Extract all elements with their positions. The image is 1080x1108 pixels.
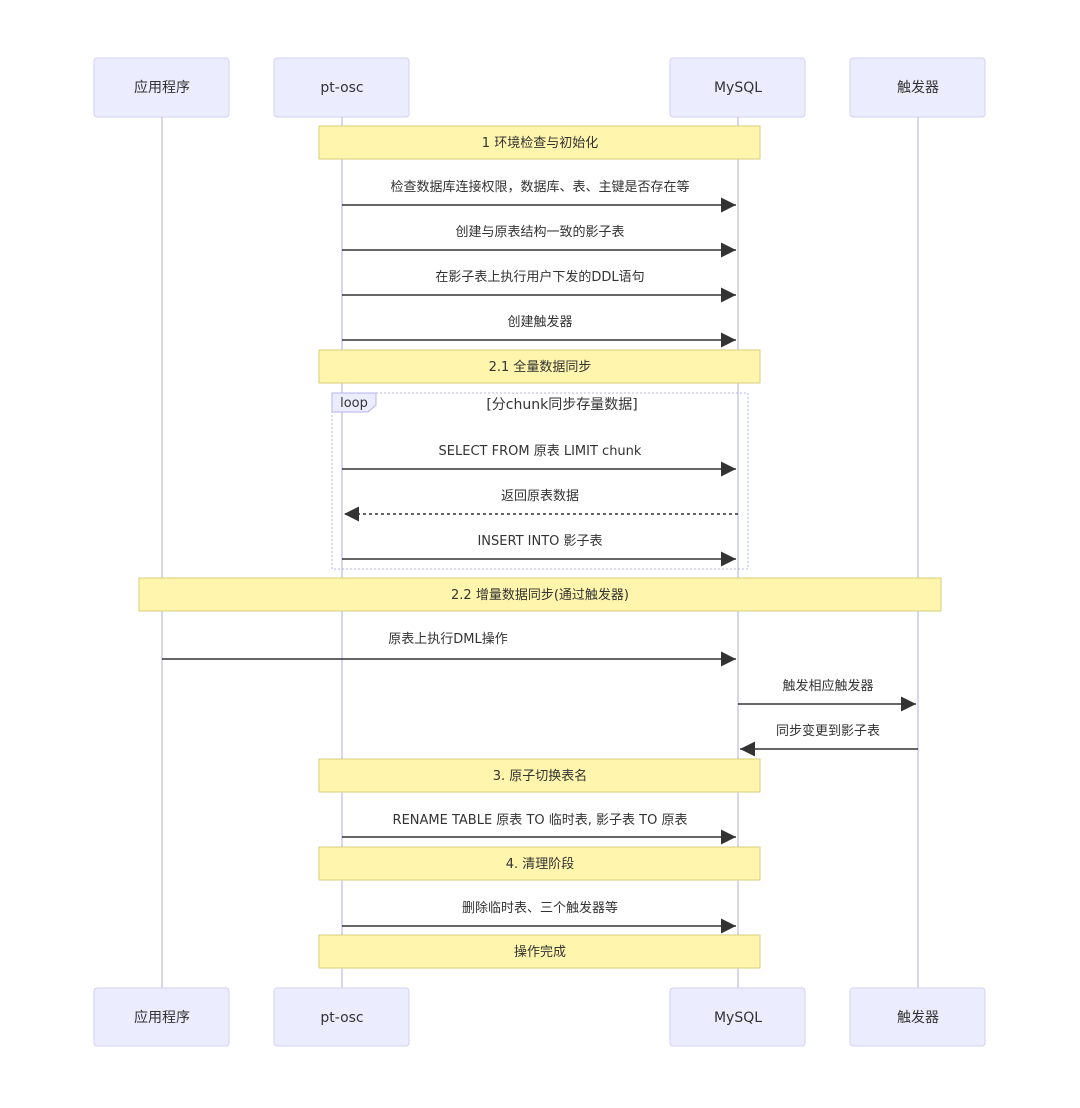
note-incremental-sync: 2.2 增量数据同步(通过触发器): [138, 577, 942, 612]
message-label: 原表上执行DML操作: [388, 631, 507, 647]
participant-ptosc-bottom: pt-osc: [273, 987, 410, 1047]
participant-app-bottom: 应用程序: [93, 987, 230, 1047]
participant-label: MySQL: [714, 1010, 762, 1026]
loop-keyword: loop: [340, 396, 368, 411]
message-label: INSERT INTO 影子表: [477, 534, 602, 549]
message-label: RENAME TABLE 原表 TO 临时表, 影子表 TO 原表: [393, 813, 688, 828]
participant-app-top: 应用程序: [93, 57, 230, 118]
message-sync-changes: 同步变更到影子表: [740, 723, 918, 757]
message-label: 创建触发器: [507, 314, 572, 330]
participant-label: 应用程序: [134, 1009, 190, 1026]
note-text: 2.1 全量数据同步: [489, 359, 592, 375]
participant-trigger-bottom: 触发器: [849, 987, 986, 1047]
note-text: 4. 清理阶段: [506, 857, 575, 872]
message-rename-table: RENAME TABLE 原表 TO 临时表, 影子表 TO 原表: [342, 813, 736, 845]
note-complete: 操作完成: [318, 934, 761, 969]
participant-label: 应用程序: [134, 79, 190, 96]
note-text: 1 环境检查与初始化: [482, 136, 598, 151]
message-create-triggers: 创建触发器: [342, 314, 736, 348]
message-label: 同步变更到影子表: [776, 723, 880, 739]
participant-trigger-top: 触发器: [849, 57, 986, 118]
note-atomic-rename: 3. 原子切换表名: [318, 758, 761, 793]
message-run-ddl: 在影子表上执行用户下发的DDL语句: [342, 269, 736, 303]
participant-mysql-top: MySQL: [669, 57, 806, 118]
loop-condition: [分chunk同步存量数据]: [486, 397, 637, 413]
participant-label: MySQL: [714, 80, 762, 96]
message-label: 在影子表上执行用户下发的DDL语句: [435, 269, 644, 285]
note-text: 2.2 增量数据同步(通过触发器): [451, 587, 629, 603]
note-text: 3. 原子切换表名: [493, 768, 588, 784]
participant-ptosc-top: pt-osc: [273, 57, 410, 118]
participant-label: 触发器: [897, 80, 939, 96]
message-select-chunk: SELECT FROM 原表 LIMIT chunk: [342, 444, 736, 477]
note-cleanup: 4. 清理阶段: [318, 846, 761, 881]
note-text: 操作完成: [514, 944, 566, 960]
message-label: SELECT FROM 原表 LIMIT chunk: [439, 444, 642, 459]
message-create-shadow-table: 创建与原表结构一致的影子表: [342, 224, 736, 258]
message-dml-on-source: 原表上执行DML操作: [162, 631, 736, 667]
message-drop-temp: 删除临时表、三个触发器等: [342, 900, 736, 934]
participant-mysql-bottom: MySQL: [669, 987, 806, 1047]
message-label: 创建与原表结构一致的影子表: [455, 224, 624, 240]
message-fire-trigger: 触发相应触发器: [738, 678, 916, 712]
participant-label: pt-osc: [320, 80, 363, 96]
note-env-check: 1 环境检查与初始化: [318, 125, 761, 160]
participant-label: 触发器: [897, 1010, 939, 1026]
participant-label: pt-osc: [320, 1010, 363, 1026]
message-label: 检查数据库连接权限，数据库、表、主键是否存在等: [390, 179, 689, 195]
loop-frame: loop [分chunk同步存量数据]: [331, 392, 749, 570]
note-full-sync: 2.1 全量数据同步: [318, 349, 761, 384]
message-label: 返回原表数据: [501, 489, 579, 504]
message-label: 触发相应触发器: [782, 678, 873, 694]
message-check-permissions: 检查数据库连接权限，数据库、表、主键是否存在等: [342, 179, 736, 213]
message-insert-shadow: INSERT INTO 影子表: [342, 534, 736, 567]
message-label: 删除临时表、三个触发器等: [462, 900, 618, 916]
message-return-data: 返回原表数据: [344, 489, 738, 522]
